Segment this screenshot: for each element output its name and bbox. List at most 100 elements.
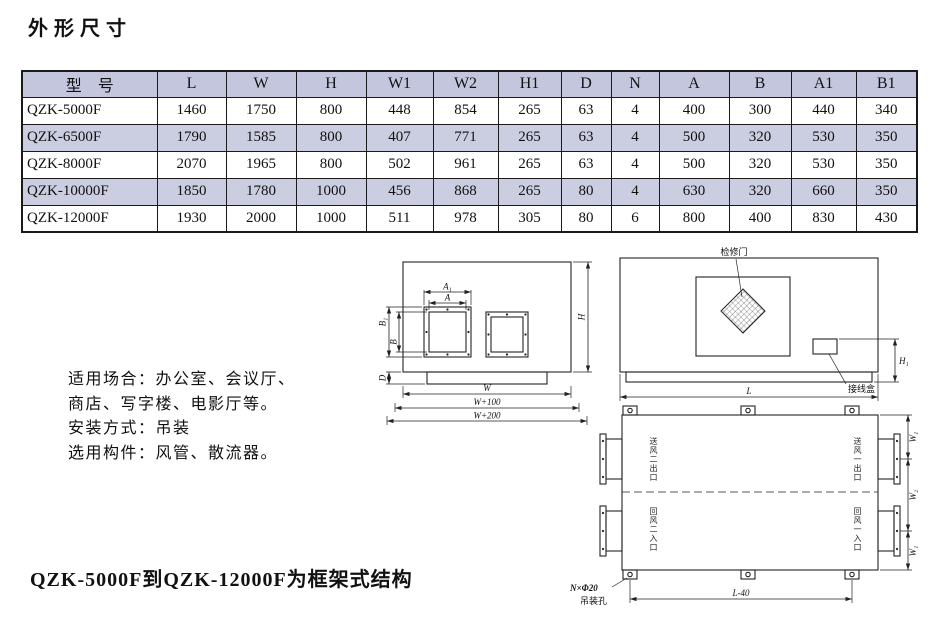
port-label-top-right: 送风一出口 — [853, 437, 862, 482]
dim-label-h1: H₁ — [898, 356, 909, 366]
table-row: QZK-6500F 1790 1585 800 407 771 265 63 4… — [21, 123, 918, 152]
table-row: QZK-12000F 1930 2000 1000 511 978 305 80… — [21, 204, 918, 233]
header-W1: W1 — [365, 70, 434, 98]
dim-label-h: H — [577, 313, 587, 321]
value-cell: 1000 — [295, 177, 367, 206]
flange-bolt-holes — [425, 308, 527, 356]
header-W2: W2 — [432, 70, 499, 98]
header-A: A — [658, 70, 730, 98]
header-L: L — [156, 70, 227, 98]
value-cell: 1965 — [225, 150, 297, 179]
dim-label-w200: W+200 — [473, 411, 501, 421]
value-cell: 978 — [432, 204, 499, 233]
dim-label-a1: A₁ — [442, 282, 452, 292]
table-header-row: 型 号 L W H W1 W2 H1 D N A B A1 B1 — [21, 70, 918, 98]
value-cell: 854 — [432, 96, 499, 125]
value-cell: 407 — [365, 123, 434, 152]
value-cell: 63 — [560, 150, 612, 179]
value-cell: 1850 — [156, 177, 227, 206]
value-cell: 265 — [497, 123, 562, 152]
dim-label-l: L — [745, 386, 751, 396]
note-line: 安装方式：吊装 — [68, 420, 191, 437]
dim-label-w: W — [483, 383, 492, 393]
value-cell: 2000 — [225, 204, 297, 233]
value-cell: 961 — [432, 150, 499, 179]
value-cell: 350 — [855, 177, 918, 206]
value-cell: 320 — [728, 177, 792, 206]
junction-box-label: 接线盒 — [848, 383, 875, 394]
value-cell: 500 — [658, 123, 730, 152]
model-cell: QZK-12000F — [21, 204, 158, 233]
value-cell: 265 — [497, 96, 562, 125]
inspection-door-hatch — [720, 288, 766, 334]
value-cell: 80 — [560, 177, 612, 206]
value-cell: 1460 — [156, 96, 227, 125]
value-cell: 300 — [728, 96, 792, 125]
value-cell: 771 — [432, 123, 499, 152]
value-cell: 4 — [610, 150, 660, 179]
value-cell: 1000 — [295, 204, 367, 233]
note-line: 商店、写字楼、电影厅等。 — [68, 395, 279, 413]
value-cell: 63 — [560, 123, 612, 152]
inspection-door-label: 检修门 — [720, 246, 747, 257]
port-label-bottom-right: 回风一入口 — [853, 507, 862, 552]
front-view-drawing: A₁ A B₁ B D H W W+100 W+200 — [378, 261, 592, 425]
value-cell: 4 — [610, 96, 660, 125]
value-cell: 830 — [790, 204, 857, 233]
header-D: D — [560, 70, 612, 98]
dim-label-d: D — [378, 374, 388, 382]
hanging-holes-spec: N×Φ20 — [569, 583, 598, 593]
page-title: 外形尺寸 — [28, 18, 132, 40]
table-row: QZK-10000F 1850 1780 1000 456 868 265 80… — [21, 177, 918, 206]
value-cell: 1585 — [225, 123, 297, 152]
value-cell: 2070 — [156, 150, 227, 179]
value-cell: 1790 — [156, 123, 227, 152]
note-line: 选用构件：风管、散流器。 — [68, 444, 279, 462]
value-cell: 800 — [295, 150, 367, 179]
value-cell: 1930 — [156, 204, 227, 233]
value-cell: 868 — [432, 177, 499, 206]
value-cell: 511 — [365, 204, 434, 233]
dim-label-b: B — [389, 339, 399, 345]
dim-label-l40: L-40 — [731, 588, 750, 598]
value-cell: 440 — [790, 96, 857, 125]
value-cell: 265 — [497, 150, 562, 179]
model-cell: QZK-10000F — [21, 177, 158, 206]
value-cell: 530 — [790, 150, 857, 179]
model-cell: QZK-6500F — [21, 123, 158, 152]
value-cell: 430 — [855, 204, 918, 233]
value-cell: 530 — [790, 123, 857, 152]
value-cell: 400 — [658, 96, 730, 125]
value-cell: 800 — [295, 96, 367, 125]
dim-label-w1-top: W₁ — [908, 432, 918, 443]
value-cell: 340 — [855, 96, 918, 125]
table-row: QZK-5000F 1460 1750 800 448 854 265 63 4… — [21, 96, 918, 125]
value-cell: 80 — [560, 204, 612, 233]
value-cell: 1780 — [225, 177, 297, 206]
value-cell: 660 — [790, 177, 857, 206]
header-H1: H1 — [497, 70, 562, 98]
value-cell: 4 — [610, 177, 660, 206]
value-cell: 400 — [728, 204, 792, 233]
value-cell: 500 — [658, 150, 730, 179]
value-cell: 456 — [365, 177, 434, 206]
header-B1: B1 — [855, 70, 918, 98]
dim-label-w100: W+100 — [473, 397, 501, 407]
value-cell: 4 — [610, 123, 660, 152]
value-cell: 320 — [728, 123, 792, 152]
dim-label-b1: B₁ — [378, 318, 388, 327]
value-cell: 265 — [497, 177, 562, 206]
header-B: B — [728, 70, 792, 98]
table-row: QZK-8000F 2070 1965 800 502 961 265 63 4… — [21, 150, 918, 179]
value-cell: 502 — [365, 150, 434, 179]
dim-label-a: A — [444, 293, 451, 303]
header-N: N — [610, 70, 660, 98]
value-cell: 320 — [728, 150, 792, 179]
value-cell: 350 — [855, 123, 918, 152]
value-cell: 350 — [855, 150, 918, 179]
value-cell: 448 — [365, 96, 434, 125]
header-A1: A1 — [790, 70, 857, 98]
top-view-drawing: W₁ W₂ W₁ L-40 N×Φ20 吊装孔 — [569, 405, 918, 606]
port-label-top-left: 送风二出口 — [649, 437, 658, 482]
side-view-drawing: 检修门 接线盒 H₁ L — [619, 246, 909, 401]
